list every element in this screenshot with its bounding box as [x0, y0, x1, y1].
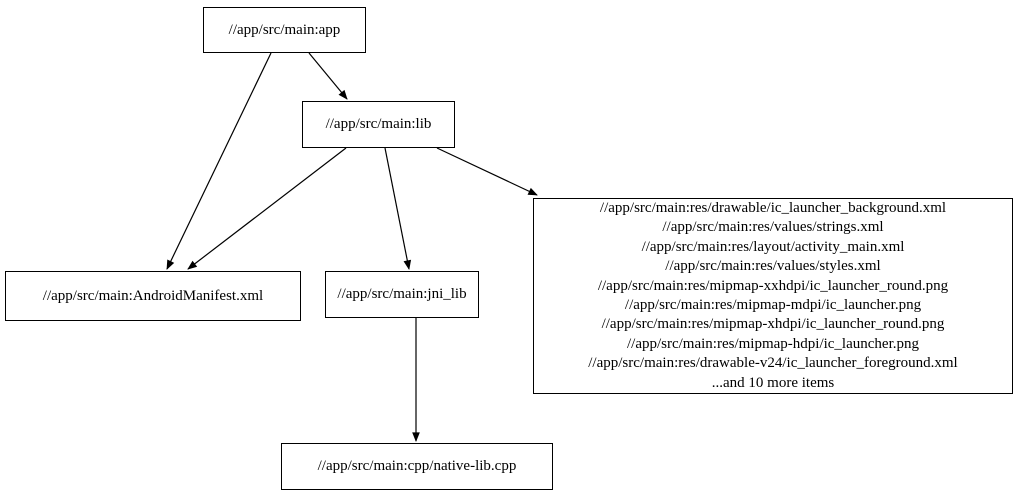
resource-item: //app/src/main:res/mipmap-hdpi/ic_launch…	[626, 335, 919, 352]
node-resources-group: //app/src/main:res/drawable/ic_launcher_…	[533, 198, 1013, 394]
edge-lib-to-manifest	[187, 147, 347, 270]
resource-item: //app/src/main:res/drawable-v24/ic_launc…	[588, 355, 958, 372]
node-lib: //app/src/main:lib	[302, 101, 455, 148]
node-app: //app/src/main:app	[203, 7, 366, 53]
resource-item: //app/src/main:res/mipmap-mdpi/ic_launch…	[624, 297, 922, 313]
node-android-manifest: //app/src/main:AndroidManifest.xml	[5, 271, 301, 321]
node-jni-lib-label: //app/src/main:jni_lib	[337, 286, 467, 302]
node-native-lib-cpp: //app/src/main:cpp/native-lib.cpp	[281, 443, 553, 490]
node-android-manifest-label: //app/src/main:AndroidManifest.xml	[42, 287, 264, 304]
edge-app-to-lib	[308, 52, 348, 100]
resource-item: //app/src/main:res/layout/activity_main.…	[641, 238, 905, 255]
node-jni-lib: //app/src/main:jni_lib	[325, 271, 479, 318]
edge-app-to-manifest	[166, 52, 272, 270]
node-native-lib-cpp-label: //app/src/main:cpp/native-lib.cpp	[317, 458, 517, 474]
resource-more-items: ...and 10 more items	[711, 374, 835, 391]
resource-item: //app/src/main:res/values/strings.xml	[662, 219, 884, 236]
resource-item: //app/src/main:res/mipmap-xxhdpi/ic_laun…	[597, 277, 949, 294]
resource-item: //app/src/main:res/drawable/ic_launcher_…	[599, 199, 947, 216]
resource-item: //app/src/main:res/mipmap-xhdpi/ic_launc…	[601, 316, 945, 333]
node-lib-label: //app/src/main:lib	[325, 116, 432, 132]
node-app-label: //app/src/main:app	[228, 21, 341, 38]
edge-lib-to-jni-lib	[384, 147, 412, 270]
resource-item: //app/src/main:res/values/styles.xml	[665, 258, 881, 275]
edge-lib-to-resources	[436, 147, 538, 196]
